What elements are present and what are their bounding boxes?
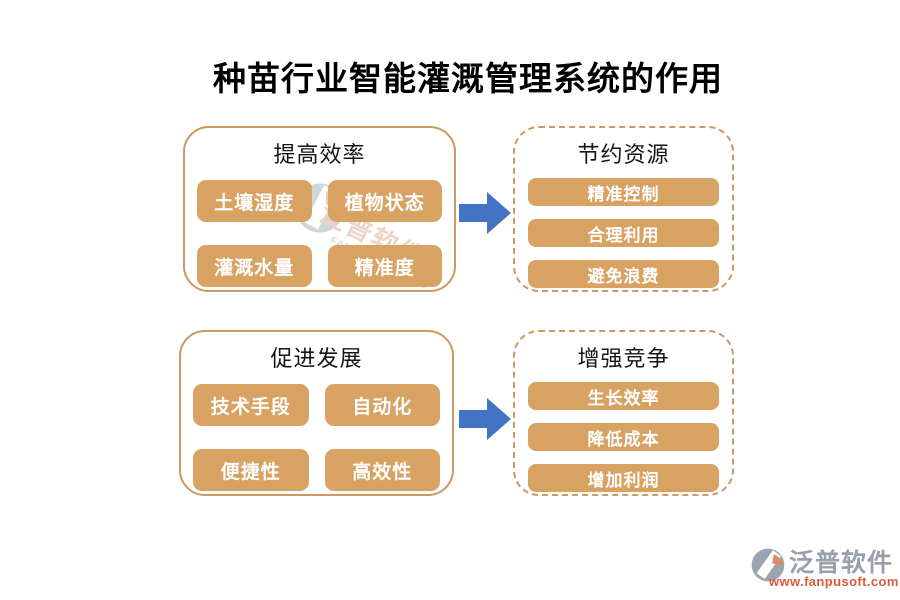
panel-promote-development: 促进发展 技术手段 自动化 便捷性 高效性 [179,330,454,496]
footer-logo-name: 泛普软件 [789,549,894,577]
tag-bar: 降低成本 [528,423,719,451]
right-arrow-icon [459,192,511,234]
tag-chip: 自动化 [324,384,440,426]
page-title: 种苗行业智能灌溉管理系统的作用 [213,62,723,98]
tag-bar: 生长效率 [528,382,719,410]
footer-logo-url: www.fanpusoft.com [769,574,899,589]
tag-chip: 土壤湿度 [197,180,312,222]
tag-chip: 便捷性 [193,449,309,491]
tag-bar: 合理利用 [528,219,719,247]
bar-stack: 精准控制 合理利用 避免浪费 [515,169,732,288]
tag-chip: 精准度 [327,245,442,287]
panel-save-resources: 节约资源 精准控制 合理利用 避免浪费 [513,126,734,292]
tag-chip: 植物状态 [327,180,442,222]
tag-chip: 技术手段 [193,384,309,426]
tag-chip: 灌溉水量 [197,245,312,287]
panel-title: 增强竞争 [577,346,670,371]
panel-title: 节约资源 [577,142,670,167]
right-arrow-icon [459,398,511,440]
bar-stack: 生长效率 降低成本 增加利润 [515,373,732,492]
tag-chip: 高效性 [324,449,440,491]
footer-logo: 泛普软件 www.fanpusoft.com [748,543,898,595]
tag-bar: 增加利润 [528,464,719,492]
chip-grid: 土壤湿度 植物状态 灌溉水量 精准度 [185,169,454,287]
panel-title: 促进发展 [270,346,363,371]
panel-title: 提高效率 [273,142,366,167]
chip-grid: 技术手段 自动化 便捷性 高效性 [181,373,452,491]
panel-enhance-competition: 增强竞争 生长效率 降低成本 增加利润 [513,330,734,496]
panel-improve-efficiency: 提高效率 土壤湿度 植物状态 灌溉水量 精准度 [183,126,456,292]
tag-bar: 精准控制 [528,178,719,206]
tag-bar: 避免浪费 [528,260,719,288]
fanpu-logo-icon [751,548,785,582]
